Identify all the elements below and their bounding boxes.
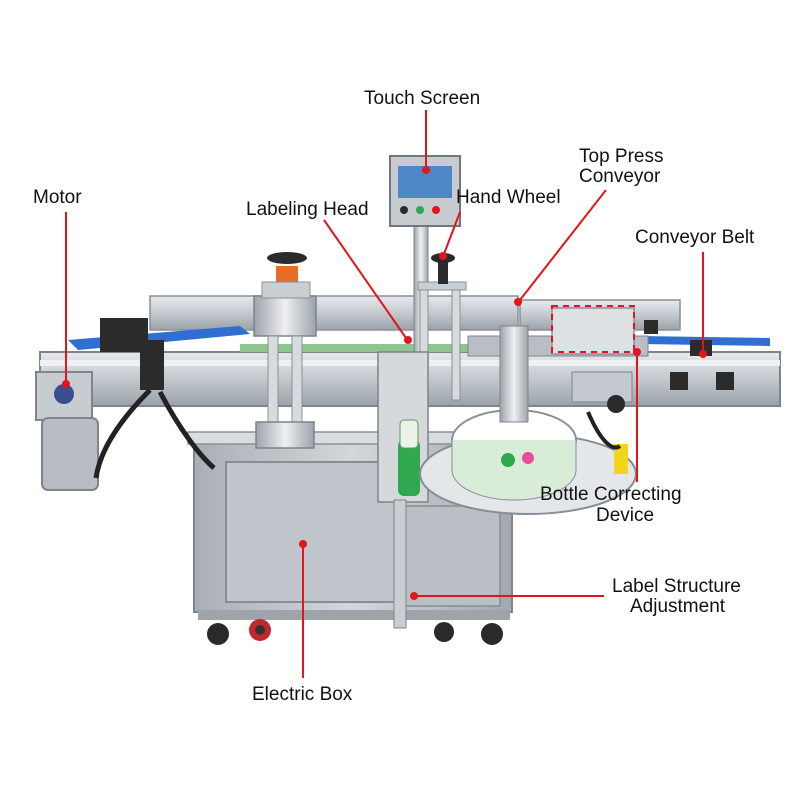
label-roll-station [377, 325, 637, 629]
callout-line-label-structure [410, 592, 604, 600]
label-label-structure-line1: Label Structure [612, 576, 741, 597]
callout-line-touch-screen [422, 110, 430, 174]
labeling-machine [35, 155, 781, 645]
label-electric-box: Electric Box [252, 684, 353, 705]
callout-line-motor [62, 212, 70, 388]
label-motor: Motor [33, 187, 82, 208]
motor-assembly [35, 318, 216, 491]
label-labeling-head: Labeling Head [246, 199, 369, 220]
callout-line-labeling-head [323, 219, 412, 344]
label-bottle-correcting-line1: Bottle Correcting [540, 484, 682, 505]
label-label-structure-line2: Adjustment [630, 596, 726, 617]
label-touch-screen: Touch Screen [364, 88, 480, 109]
callout-line-electric-box [299, 540, 307, 678]
labeling-head-column [253, 252, 317, 449]
label-top-press-line2: Conveyor [579, 166, 661, 187]
label-conveyor-belt: Conveyor Belt [635, 227, 755, 248]
callout-lines [62, 110, 707, 678]
label-hand-wheel: Hand Wheel [456, 187, 561, 208]
callout-line-conveyor-belt [699, 252, 707, 358]
callout-labels: Touch Screen Top Press Conveyor Motor La… [33, 88, 755, 705]
callout-line-hand-wheel [439, 211, 461, 260]
label-top-press-line1: Top Press [579, 146, 663, 167]
caster-wheels [207, 619, 503, 645]
callout-line-top-press-conveyor [514, 189, 607, 306]
bottle-correcting-device [551, 305, 635, 474]
label-bottle-correcting-line2: Device [596, 505, 654, 526]
conveyor-side-clamps [644, 320, 734, 390]
callout-line-bottle-correcting [633, 348, 641, 482]
